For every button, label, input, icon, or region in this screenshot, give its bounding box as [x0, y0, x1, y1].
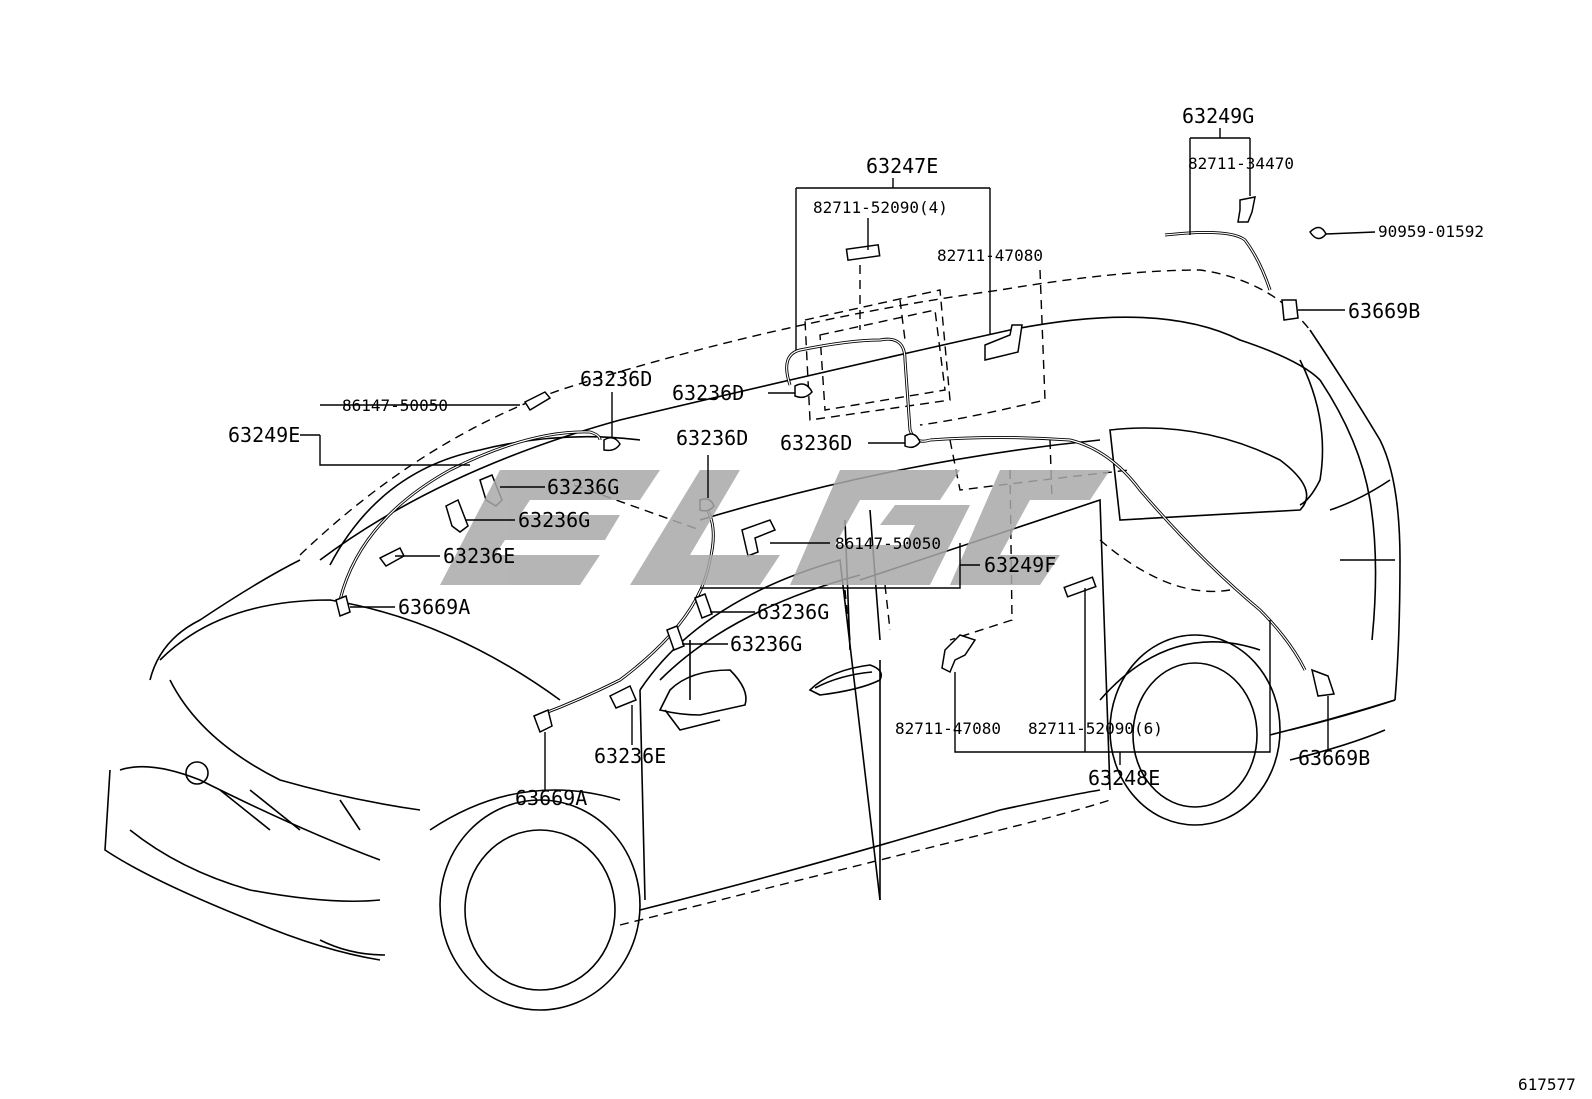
- watermark-logo: [440, 470, 1110, 585]
- group-label-63249G: 63249G: [1182, 104, 1254, 128]
- label-63669B-bot: 63669B: [1298, 746, 1370, 770]
- leader-lines: [300, 128, 1376, 790]
- label-82711-47080-top: 82711-47080: [937, 246, 1043, 265]
- label-63236E-a: 63236E: [443, 544, 515, 568]
- clamp-90959-01592: [1309, 226, 1327, 240]
- nozzle-86147-50050-left: [523, 391, 552, 412]
- label-82711-34470: 82711-34470: [1188, 154, 1294, 173]
- group-label-63247E: 63247E: [866, 154, 938, 178]
- label-63236D-b: 63236D: [672, 381, 744, 405]
- label-63236D-c: 63236D: [780, 431, 852, 455]
- clip-82711-34470: [1237, 196, 1256, 223]
- grommet-63669B-bot: [1310, 668, 1336, 697]
- rear-left-drain-hose: [1164, 230, 1272, 291]
- label-86147-50050-left: 86147-50050: [342, 396, 448, 415]
- label-63236G-b: 63236G: [518, 508, 590, 532]
- label-82711-52090-6: 82711-52090(6): [1028, 719, 1163, 738]
- diagram-id: 617577: [1518, 1075, 1576, 1094]
- label-82711-47080-bot: 82711-47080: [895, 719, 1001, 738]
- label-63236D-d: 63236D: [676, 426, 748, 450]
- label-82711-52090-4: 82711-52090(4): [813, 198, 948, 217]
- group-label-63248E: 63248E: [1088, 766, 1160, 790]
- clip-63236E-a: [378, 546, 405, 567]
- clip-82711-47080-bot: [941, 634, 977, 674]
- grommet-63236D-a: [603, 437, 621, 452]
- clip-63236G-b: [445, 498, 469, 533]
- label-63669A-b: 63669A: [515, 786, 587, 810]
- parts: [335, 196, 1336, 734]
- grommet-63669B-top: [1281, 299, 1299, 321]
- label-63669A-a: 63669A: [398, 595, 470, 619]
- label-63236G-a: 63236G: [547, 475, 619, 499]
- grommet-63669A-b: [533, 708, 553, 734]
- clip-82711-52090-top: [845, 243, 881, 262]
- label-63669B-top: 63669B: [1348, 299, 1420, 323]
- group-label-63249F: 63249F: [984, 553, 1056, 577]
- clip-63236G-d: [666, 625, 685, 651]
- label-63236G-c: 63236G: [757, 600, 829, 624]
- label-63236D-a: 63236D: [580, 367, 652, 391]
- clip-82711-47080-top: [984, 324, 1023, 361]
- group-label-63249E: 63249E: [228, 423, 300, 447]
- grommet-63669A-a: [335, 594, 351, 618]
- grommet-63236D-c: [904, 433, 921, 449]
- label-63236G-d: 63236G: [730, 632, 802, 656]
- grommet-63236D-b: [794, 383, 813, 399]
- nozzle-86147-50050-mid: [741, 519, 777, 558]
- label-90959-01592: 90959-01592: [1378, 222, 1484, 241]
- clip-63236G-c: [694, 593, 713, 619]
- clip-63236E-b: [608, 684, 637, 709]
- clip-82711-52090-bot: [1063, 576, 1097, 598]
- label-63236E-b: 63236E: [594, 744, 666, 768]
- part-labels: 63247E 82711-52090(4) 82711-47080 63249G…: [228, 104, 1576, 1094]
- label-86147-50050-mid: 86147-50050: [835, 534, 941, 553]
